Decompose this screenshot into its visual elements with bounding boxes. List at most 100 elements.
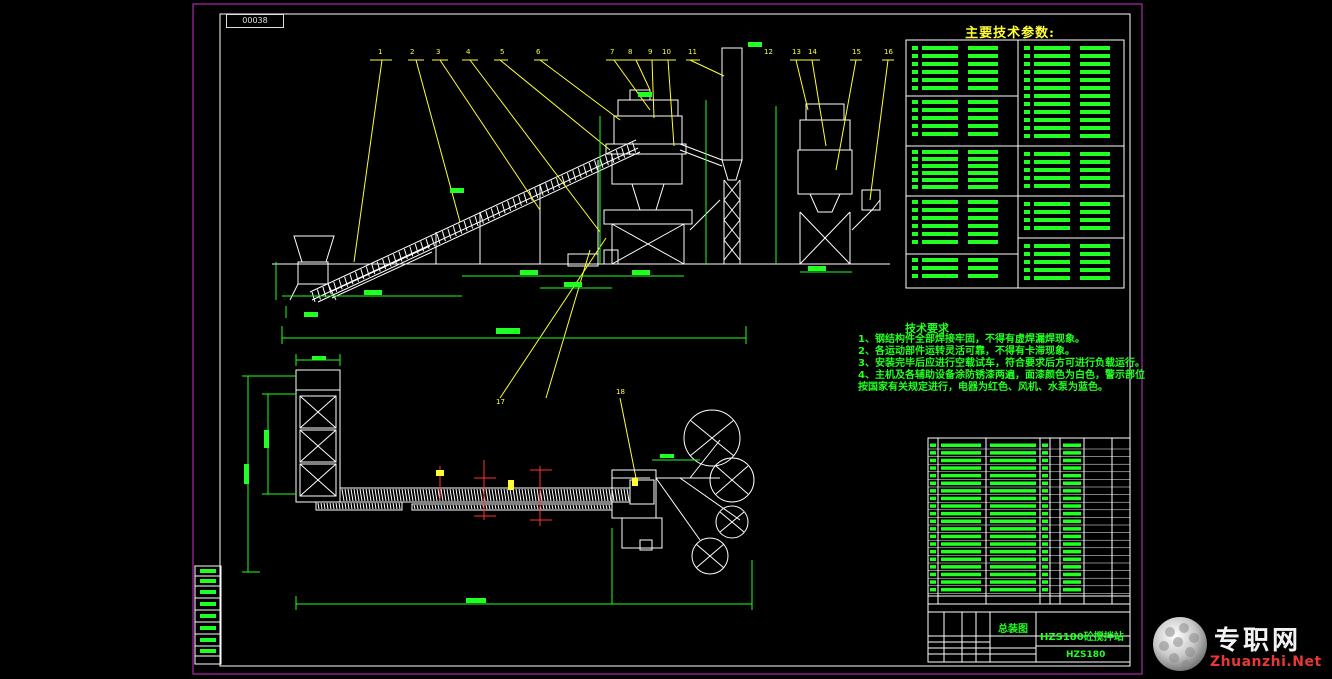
belt-hatch — [428, 488, 432, 502]
param-index — [912, 171, 918, 175]
param-index — [1024, 210, 1030, 214]
param-name — [1034, 86, 1070, 90]
belt-hatch — [530, 488, 534, 502]
belt-hatch — [473, 504, 476, 510]
param-index — [1024, 160, 1030, 164]
param-value — [1080, 102, 1110, 106]
plan-dimension-labels — [244, 356, 674, 603]
belt-hatch — [548, 504, 551, 510]
bom-material — [1063, 565, 1081, 569]
bom-index — [930, 481, 936, 485]
bom-index — [930, 473, 936, 478]
bom-name — [990, 587, 1036, 592]
param-index — [1024, 244, 1030, 248]
balloon-number: 10 — [662, 48, 671, 56]
belt-hatch — [368, 488, 372, 502]
param-value — [1080, 276, 1110, 280]
belt-hatch — [449, 504, 452, 510]
bom-index — [930, 542, 936, 546]
belt-hatch — [617, 488, 621, 502]
belt-hatch — [596, 504, 599, 510]
bom-qty — [1042, 519, 1048, 523]
belt-hatch — [392, 502, 395, 510]
conveyor-roller — [594, 160, 599, 171]
bom-index — [930, 496, 936, 501]
conveyor-roller — [344, 276, 349, 287]
belt-hatch — [407, 488, 411, 502]
parts-list-rows — [928, 443, 1130, 594]
bom-code — [941, 572, 981, 577]
param-index — [912, 164, 918, 168]
belt-hatch — [590, 488, 594, 502]
param-name — [1034, 276, 1070, 280]
belt-hatch — [521, 488, 525, 502]
belt-hatch — [608, 504, 611, 510]
param-value — [968, 124, 998, 128]
belt-hatch — [362, 502, 365, 510]
belt-hatch — [614, 488, 618, 502]
param-name — [922, 266, 958, 270]
param-index — [912, 258, 918, 262]
bom-name — [990, 549, 1036, 554]
param-value — [968, 200, 998, 204]
belt-hatch — [509, 488, 513, 502]
param-index — [1024, 86, 1030, 90]
param-name — [922, 171, 958, 175]
belt-hatch — [485, 504, 488, 510]
belt-hatch — [467, 488, 471, 502]
bom-qty — [1042, 496, 1048, 501]
bom-code — [941, 466, 981, 470]
belt-hatch — [452, 504, 455, 510]
belt-hatch — [542, 488, 546, 502]
belt-hatch — [494, 488, 498, 502]
belt-hatch — [521, 504, 524, 510]
param-value — [1080, 118, 1110, 122]
belt-hatch — [419, 488, 423, 502]
belt-hatch — [470, 488, 474, 502]
belt-hatch — [593, 504, 596, 510]
plan-conveyor-hatching — [317, 488, 630, 510]
belt-hatch — [536, 504, 539, 510]
belt-hatch — [350, 502, 353, 510]
param-value — [968, 132, 998, 136]
param-name — [922, 185, 958, 189]
belt-hatch — [413, 488, 417, 502]
belt-hatch — [575, 504, 578, 510]
param-name — [1034, 184, 1070, 188]
belt-hatch — [602, 488, 606, 502]
bom-code — [941, 511, 981, 516]
drawing-code-box: 00038 — [226, 14, 284, 28]
param-name — [1034, 70, 1070, 74]
conveyor-roller — [311, 291, 316, 303]
param-name — [922, 62, 958, 66]
conveyor-roller — [588, 162, 593, 173]
conveyor-roller — [322, 286, 327, 298]
belt-hatch — [590, 504, 593, 510]
belt-hatch — [446, 488, 450, 502]
bom-qty — [1042, 466, 1048, 470]
bom-index — [930, 587, 936, 592]
belt-hatch — [344, 488, 348, 502]
param-value — [1080, 168, 1110, 172]
param-value — [968, 62, 998, 66]
param-value — [1080, 210, 1110, 214]
belt-hatch — [497, 504, 500, 510]
conveyor-roller — [349, 274, 354, 285]
bom-material — [1063, 580, 1081, 584]
param-value — [1080, 176, 1110, 180]
param-index — [1024, 102, 1030, 106]
conveyor-roller — [632, 142, 637, 153]
param-index — [1024, 110, 1030, 114]
bom-code — [941, 580, 981, 584]
bom-name — [990, 572, 1036, 577]
belt-hatch — [458, 488, 462, 502]
belt-hatch — [593, 488, 597, 502]
watermark-text: 专职网 — [1214, 626, 1302, 656]
belt-hatch — [467, 504, 470, 510]
plan-dimensions — [242, 354, 753, 610]
belt-hatch — [578, 488, 582, 502]
bom-code — [941, 549, 981, 554]
param-value — [968, 171, 998, 175]
bom-index — [930, 580, 936, 584]
